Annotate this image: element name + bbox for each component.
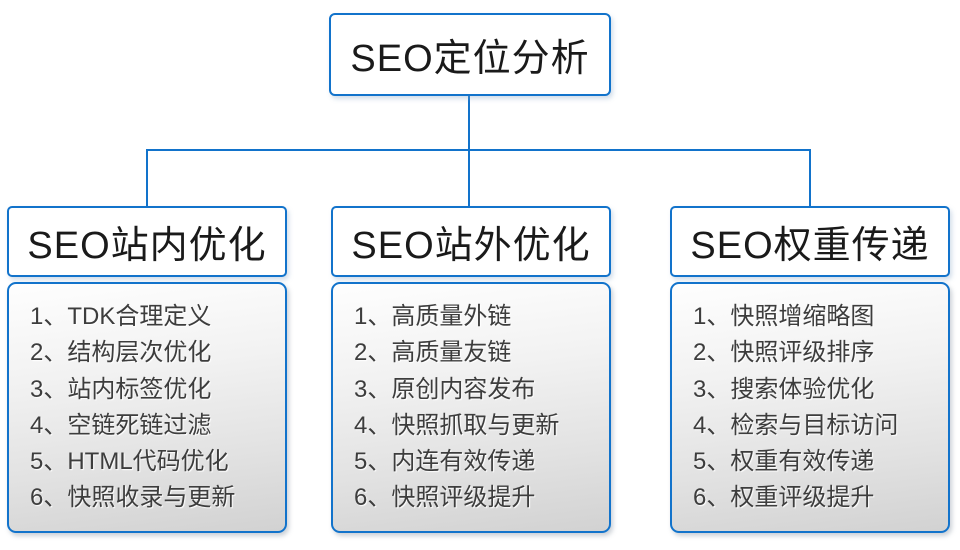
list-item: 2、快照评级排序: [693, 339, 875, 367]
column-header-offsite-label: SEO站外优化: [351, 225, 591, 267]
list-item: 6、快照收录与更新: [30, 484, 236, 512]
connector-horizontal-bar: [146, 149, 811, 151]
list-item: 1、快照增缩略图: [693, 303, 875, 330]
connector-center-drop: [468, 149, 470, 207]
list-item: 6、权重评级提升: [693, 484, 875, 512]
list-item: 4、快照抓取与更新: [354, 411, 560, 439]
column-header-weight: SEO权重传递: [670, 206, 950, 277]
column-header-weight-label: SEO权重传递: [690, 225, 930, 267]
list-item: 1、TDK合理定义: [30, 303, 212, 330]
connector-left-drop: [146, 149, 148, 207]
list-item: 5、内连有效传递: [354, 448, 536, 476]
list-item: 3、站内标签优化: [30, 375, 212, 403]
list-item: 4、空链死链过滤: [30, 411, 212, 439]
list-item: 3、搜索体验优化: [693, 375, 875, 403]
column-header-offsite: SEO站外优化: [331, 206, 611, 277]
list-item: 2、结构层次优化: [30, 339, 212, 367]
connector-right-drop: [809, 149, 811, 207]
root-node-label: SEO定位分析: [350, 38, 590, 80]
root-node-seo-positioning: SEO定位分析: [329, 13, 611, 96]
list-item: 5、权重有效传递: [693, 448, 875, 476]
column-header-onsite: SEO站内优化: [7, 206, 287, 277]
list-item: 1、高质量外链: [354, 303, 512, 330]
column-header-onsite-label: SEO站内优化: [27, 225, 267, 267]
connector-root-stem: [468, 95, 470, 151]
list-item: 5、HTML代码优化: [30, 448, 229, 476]
list-item: 2、高质量友链: [354, 339, 512, 367]
list-item: 6、快照评级提升: [354, 484, 536, 512]
column-panel-onsite: 1、TDK合理定义 2、结构层次优化 3、站内标签优化 4、空链死链过滤 5、H…: [7, 282, 287, 533]
list-item: 4、检索与目标访问: [693, 411, 899, 439]
column-panel-weight: 1、快照增缩略图 2、快照评级排序 3、搜索体验优化 4、检索与目标访问 5、权…: [670, 282, 950, 533]
column-panel-offsite: 1、高质量外链 2、高质量友链 3、原创内容发布 4、快照抓取与更新 5、内连有…: [331, 282, 611, 533]
list-item: 3、原创内容发布: [354, 375, 536, 403]
